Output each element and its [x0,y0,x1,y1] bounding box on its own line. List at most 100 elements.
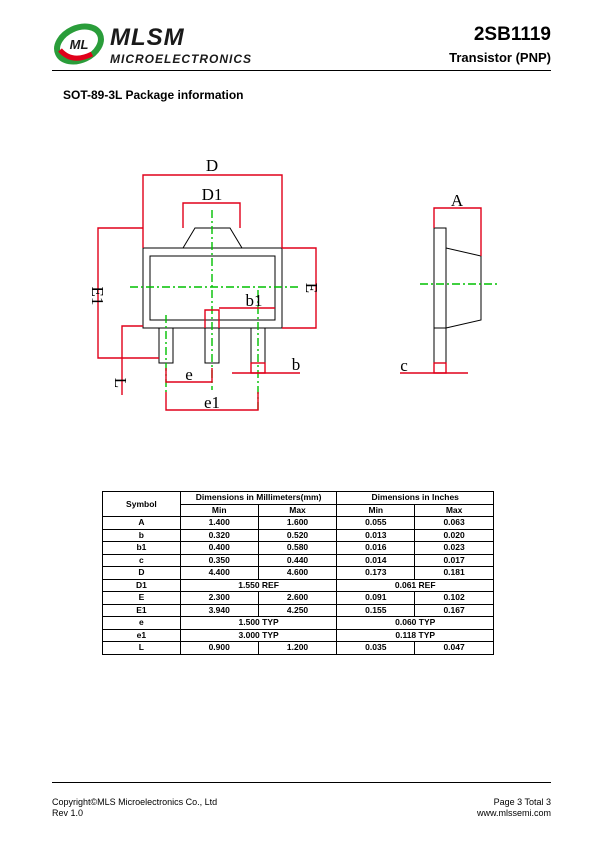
package-drawing: .ol { fill: none; stroke: #000; stroke-w… [88,156,500,412]
page-number: Page 3 Total 3 [493,797,551,807]
cell-symbol: b1 [102,541,181,555]
footer-right: Page 3 Total 3 www.mlssemi.com [477,797,551,819]
cell-mm-min: 0.350 [179,553,259,567]
section-title: SOT-89-3L Package information [63,88,244,102]
brand-name: MLSM [110,24,185,51]
table-body: A 1.400 1.600 0.055 0.063 b 0.320 0.520 … [102,516,494,655]
table-row: A 1.400 1.600 0.055 0.063 [102,516,494,530]
part-number: 2SB1119 [473,24,551,45]
dim-A: A [433,191,482,256]
cell-in-max: 0.167 [414,603,494,617]
cell-mm-max: 1.600 [257,516,338,530]
footer-left: Copyright©MLS Microelectronics Co., Ltd … [52,797,217,819]
dim-c: c [400,356,468,375]
side-body-outline [433,227,482,329]
cell-symbol: e1 [102,628,181,642]
table-row: D1 1.550 REF 0.061 REF [102,578,494,592]
cell-mm-min: 1.400 [179,516,259,530]
cell-mm-min: 3.940 [179,603,259,617]
cell-in-span: 0.118 TYP [336,628,494,642]
cell-symbol: D1 [102,578,181,592]
cell-mm-max: 0.580 [257,541,338,555]
cell-mm-min: 4.400 [179,566,259,580]
cell-mm-max: 0.520 [257,528,338,542]
header-symbol: Symbol [102,491,181,517]
part-description: Transistor (PNP) [449,50,551,65]
label-L: L [111,378,130,388]
side-view [433,227,482,374]
cell-in-span: 0.060 TYP [336,616,494,630]
side-lead [433,327,447,374]
copyright-text: Copyright©MLS Microelectronics Co., Ltd [52,797,218,807]
cell-in-max: 0.102 [414,591,494,605]
label-b1: b1 [246,291,263,310]
cell-mm-max: 1.200 [257,641,338,655]
header-millimeters: Dimensions in Millimeters(mm) [179,491,338,505]
label-D: D [206,156,218,175]
dim-b: b [232,355,300,374]
body-inner [149,255,276,321]
logo-letters: ML [70,37,89,52]
cell-in-min: 0.035 [336,641,416,655]
label-E: E [302,283,321,293]
table-row: e 1.500 TYP 0.060 TYP [102,616,494,630]
table-row: e1 3.000 TYP 0.118 TYP [102,628,494,642]
table-row: D 4.400 4.600 0.173 0.181 [102,566,494,580]
cell-mm-min: 0.400 [179,541,259,555]
cell-in-max: 0.020 [414,528,494,542]
cell-in-min: 0.016 [336,541,416,555]
cell-in-max: 0.023 [414,541,494,555]
cell-symbol: D [102,566,181,580]
cell-in-min: 0.173 [336,566,416,580]
cell-in-max: 0.181 [414,566,494,580]
dim-D: D [142,156,283,248]
cell-symbol: E [102,591,181,605]
label-b: b [292,355,301,374]
website-link[interactable]: www.mlssemi.com [476,808,551,818]
cell-in-max: 0.063 [414,516,494,530]
label-E1: E1 [88,287,107,306]
brand-subtitle: MICROELECTRONICS [110,52,252,66]
table-row: E 2.300 2.600 0.091 0.102 [102,591,494,605]
cell-in-max: 0.017 [414,553,494,567]
dim-L: L [111,325,143,395]
cell-in-min: 0.155 [336,603,416,617]
table-row: c 0.350 0.440 0.014 0.017 [102,553,494,567]
header-in-min: Min [336,503,416,517]
dim-b1: b1 [204,291,275,328]
table-row: L 0.900 1.200 0.035 0.047 [102,641,494,655]
dim-D1: D1 [182,185,241,228]
cell-mm-span: 3.000 TYP [179,628,338,642]
cell-mm-max: 0.440 [257,553,338,567]
footer-divider [52,782,551,783]
cell-mm-max: 4.250 [257,603,338,617]
header-in-max: Max [414,503,494,517]
table-row: b1 0.400 0.580 0.016 0.023 [102,541,494,555]
label-c: c [400,356,408,375]
cell-in-min: 0.055 [336,516,416,530]
revision-text: Rev 1.0 [52,808,84,818]
cell-mm-min: 0.320 [179,528,259,542]
label-D1: D1 [202,185,223,204]
cell-in-min: 0.014 [336,553,416,567]
label-e1: e1 [204,393,220,412]
dim-E: E [282,247,321,329]
table-row: b 0.320 0.520 0.013 0.020 [102,528,494,542]
logo: ML [52,20,106,68]
cell-mm-span: 1.500 TYP [179,616,338,630]
cell-symbol: E1 [102,603,181,617]
table-row: E1 3.940 4.250 0.155 0.167 [102,603,494,617]
header-inches: Dimensions in Inches [336,491,494,505]
cell-in-max: 0.047 [414,641,494,655]
header-divider [52,70,551,71]
cell-symbol: c [102,553,181,567]
cell-mm-max: 4.600 [257,566,338,580]
dim-e1: e1 [165,392,259,412]
cell-symbol: A [102,516,181,530]
cell-symbol: b [102,528,181,542]
cell-mm-max: 2.600 [257,591,338,605]
cell-symbol: L [102,641,181,655]
logo-icon: ML [54,23,104,65]
cell-mm-span: 1.550 REF [179,578,338,592]
cell-mm-min: 0.900 [179,641,259,655]
